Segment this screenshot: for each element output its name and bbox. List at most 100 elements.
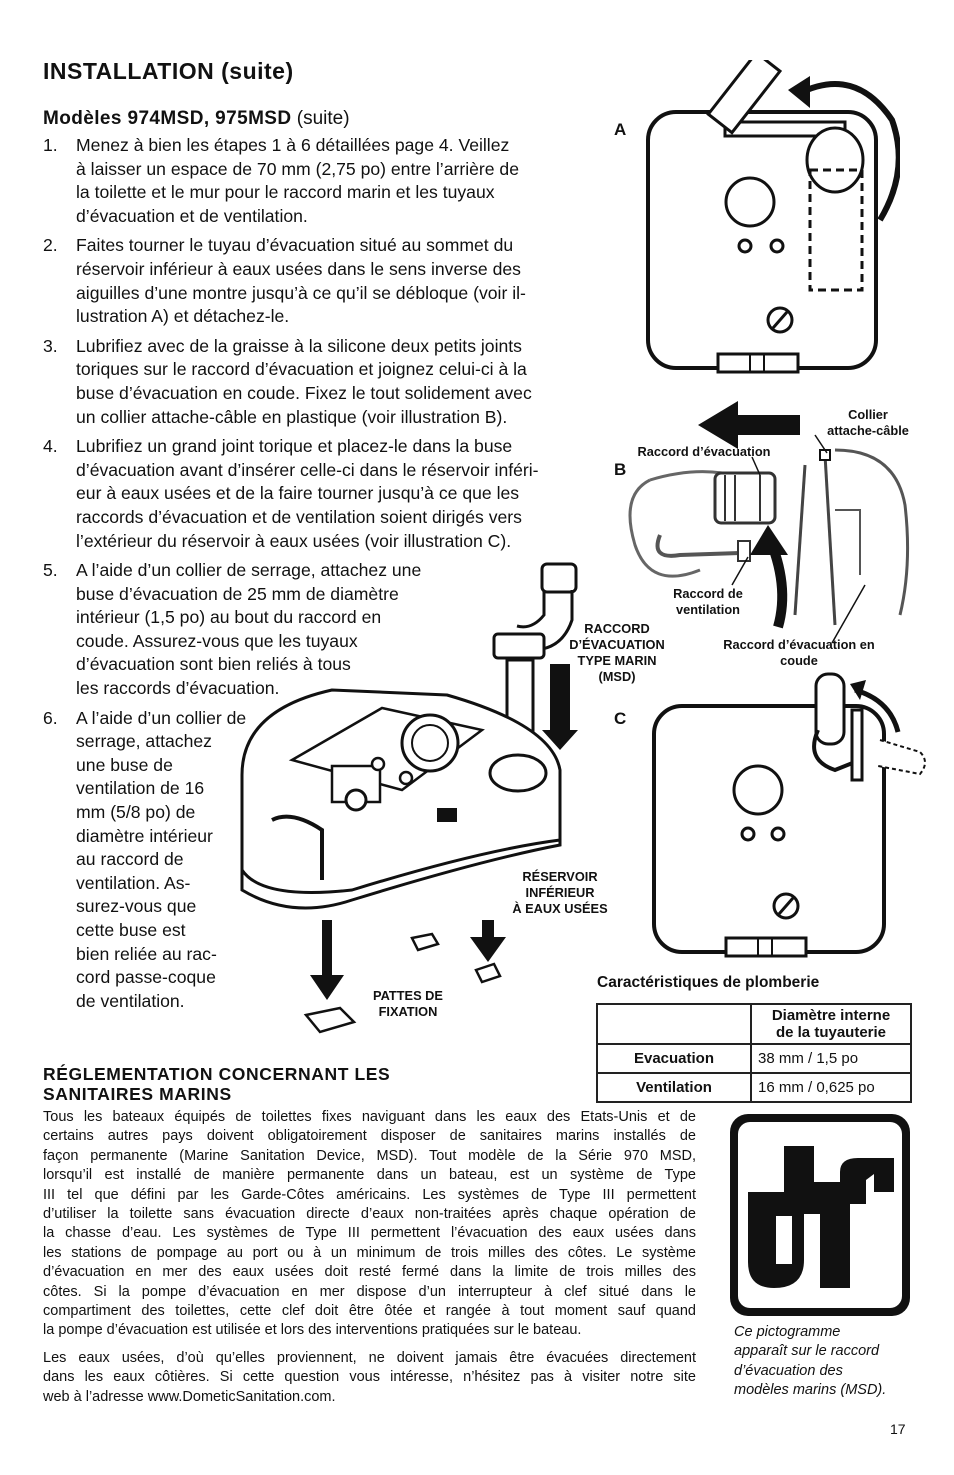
- table-column-header: Diamètre interne de la tuyauterie: [750, 1003, 912, 1045]
- installation-steps: 1.Menez à bien les étapes 1 à 6 détaillé…: [43, 134, 539, 1019]
- step-line: les raccords d’évacuation.: [76, 678, 280, 699]
- paragraph-line: web à l’adresse www.DometicSanitation.co…: [43, 1388, 336, 1405]
- label-raccord-ventilation-2: ventilation: [676, 602, 740, 617]
- step-line: d’évacuation sont bien reliés à tous: [76, 654, 351, 675]
- step-number: 5.: [43, 560, 58, 581]
- label-pattes-2: FIXATION: [378, 1004, 438, 1019]
- paragraph-line: compartiment des toilettes, cette clef d…: [43, 1303, 696, 1320]
- step-line: d’évacuation avant d’insérer celle-ci da…: [76, 459, 539, 480]
- step-number: 3.: [43, 335, 58, 356]
- step-line: eur à eaux usées et de la faire tourner …: [76, 483, 520, 504]
- paragraph-line: façon permanente (Marine Sanitation Devi…: [43, 1147, 696, 1164]
- step-line: l’extérieur du réservoir à eaux usées (v…: [76, 530, 512, 551]
- step-line: une buse de: [76, 754, 173, 775]
- caption-line-4: modèles marins (MSD).: [734, 1382, 887, 1399]
- step-line: réservoir inférieur à eaux usées dans le…: [76, 258, 521, 279]
- illustration-b: [628, 401, 910, 644]
- regulation-paragraph-1: Tous les bateaux équipés de toilettes fi…: [43, 1108, 696, 1341]
- label-reservoir: RÉSERVOIR INFÉRIEUR À EAUX USÉES: [498, 869, 622, 917]
- regulation-heading-2: SANITAIRES MARINS: [43, 1084, 232, 1104]
- row-label-ventilation: Ventilation: [596, 1072, 752, 1103]
- table-corner-cell: [596, 1003, 752, 1045]
- paragraph-line: Tous les bateaux équipés de toilettes fi…: [43, 1109, 696, 1125]
- label-raccord-evacuation: Raccord d’évacuation: [637, 444, 771, 459]
- step-line: surez-vous que: [76, 896, 197, 917]
- paragraph-line: III tel que défini par les Garde-Côtes a…: [43, 1186, 696, 1203]
- paragraph-line: d’utiliser la toilette sans évacuation d…: [43, 1206, 696, 1223]
- step-line: de ventilation.: [76, 990, 185, 1011]
- paragraph-line: lorsqu’il est installé de manière perman…: [43, 1167, 696, 1184]
- label-raccord-msd: RACCORD D’ÉVACUATION TYPE MARIN (MSD): [558, 621, 676, 685]
- label-collier-1: Collier: [848, 407, 888, 422]
- col-header-line-1: Diamètre interne: [771, 1007, 891, 1024]
- caption-line-2: apparaît sur le raccord: [734, 1343, 880, 1360]
- row-value-evacuation: 38 mm / 1,5 po: [750, 1043, 912, 1074]
- label-raccord-msd-2: D’ÉVACUATION: [569, 637, 665, 652]
- list-item: 1.Menez à bien les étapes 1 à 6 détaillé…: [43, 134, 539, 228]
- step-line: au raccord de: [76, 849, 184, 870]
- regulation-heading: RÉGLEMENTATION CONCERNANT LES SANITAIRES…: [43, 1064, 390, 1104]
- step-line: un collier attache-câble en plastique (v…: [76, 406, 508, 427]
- tank-illustration: [240, 562, 578, 1034]
- step-line: Lubrifiez un grand joint torique et plac…: [76, 436, 513, 457]
- label-raccord-coude-2: coude: [780, 653, 818, 668]
- paragraph-line: d’évacuation en mer des eaux usées doit …: [43, 1264, 696, 1281]
- step-line: Menez à bien les étapes 1 à 6 détaillées…: [76, 135, 510, 155]
- label-raccord-msd-1: RACCORD: [584, 621, 650, 636]
- label-pattes-1: PATTES DE: [373, 988, 443, 1003]
- paragraph-line: la pompe d’évacuation est utilisée et lo…: [43, 1322, 582, 1339]
- label-c: C: [614, 709, 627, 728]
- paragraph-line: les stations de pompage au port ou à un …: [43, 1244, 696, 1261]
- list-item: 2. Faites tourner le tuyau d’évacuation s…: [43, 234, 539, 328]
- label-raccord-msd-4: (MSD): [598, 669, 636, 684]
- regulation-paragraph-2: Les eaux usées, d’où qu’elles proviennen…: [43, 1349, 696, 1407]
- table-row: Ventilation 16 mm / 0,625 po: [596, 1072, 912, 1103]
- section-subtitle: Modèles 974MSD, 975MSD (suite): [43, 108, 350, 130]
- step-line: coude. Assurez-vous que les tuyaux: [76, 630, 358, 651]
- list-item: 3. Lubrifiez avec de la graisse à la sili…: [43, 335, 539, 429]
- list-item: 6. A l’aide d’un collier de serrage, attac…: [43, 707, 539, 1014]
- paragraph-line: certains autres pays doivent obligatoire…: [43, 1128, 696, 1145]
- label-pattes: PATTES DE FIXATION: [358, 988, 458, 1020]
- step-line: Lubrifiez avec de la graisse à la silico…: [76, 335, 522, 356]
- label-collier-2: attache-câble: [827, 423, 909, 438]
- step-line: buse d’évacuation en coude. Fixez le tou…: [76, 382, 532, 403]
- col-header-line-2: de la tuyauterie: [775, 1024, 887, 1041]
- step-line: lustration A) et détachez-le.: [76, 306, 290, 327]
- step-line: raccords d’évacuation et de ventilation …: [76, 506, 522, 527]
- label-raccord-ventilation: Raccord de ventilation: [652, 586, 764, 618]
- step-line: serrage, attachez: [76, 731, 212, 752]
- subtitle-suite: (suite): [291, 108, 350, 129]
- step-line: intérieur (1,5 po) au bout du raccord en: [76, 607, 382, 628]
- caption-line-3: d’évacuation des: [734, 1362, 843, 1379]
- label-raccord-coude: Raccord d’évacuation en coude: [706, 637, 892, 669]
- step-line: cette buse est: [76, 920, 186, 940]
- caption-line-1: Ce pictogramme: [734, 1324, 841, 1340]
- label-collier: Collier attache-câble: [808, 407, 928, 439]
- step-line: A l’aide d’un collier de: [76, 707, 247, 728]
- step-line: diamètre intérieur: [76, 825, 213, 846]
- step-line: ventilation. As-: [76, 872, 191, 893]
- msd-pictogram-icon: [730, 1114, 910, 1316]
- step-line: à laisser un espace de 70 mm (2,75 po) e…: [76, 158, 520, 179]
- list-item: 4.Lubrifiez un grand joint torique et pl…: [43, 435, 539, 553]
- label-raccord-ventilation-1: Raccord de: [673, 586, 743, 601]
- illustration-c: [652, 672, 926, 958]
- plumbing-table: Diamètre interne de la tuyauterie Evacua…: [596, 1003, 912, 1103]
- row-label-evacuation: Evacuation: [596, 1043, 752, 1074]
- illustration-a: [646, 60, 900, 374]
- step-number: 2.: [43, 235, 58, 256]
- label-raccord-coude-1: Raccord d’évacuation en: [723, 637, 875, 652]
- label-reservoir-3: À EAUX USÉES: [512, 901, 608, 916]
- plumbing-title: Caractéristiques de plomberie: [597, 974, 820, 991]
- row-value-ventilation: 16 mm / 0,625 po: [750, 1072, 912, 1103]
- step-line: ventilation de 16: [76, 778, 205, 799]
- step-line: toriques sur le raccord d’évacuation et …: [76, 359, 527, 380]
- pictogram-caption: Ce pictogramme apparaît sur le raccord d…: [734, 1323, 920, 1401]
- paragraph-line: dans les eaux côtières. Si cette questio…: [43, 1369, 696, 1386]
- paragraph-line: Les eaux usées, d’où qu’elles proviennen…: [43, 1350, 696, 1366]
- step-number: 6.: [43, 707, 58, 728]
- list-item: 5. A l’aide d’un collier de serrage, atta…: [43, 559, 539, 701]
- step-line: Faites tourner le tuyau d’évacuation sit…: [76, 235, 514, 256]
- step-line: A l’aide d’un collier de serrage, attach…: [76, 560, 422, 581]
